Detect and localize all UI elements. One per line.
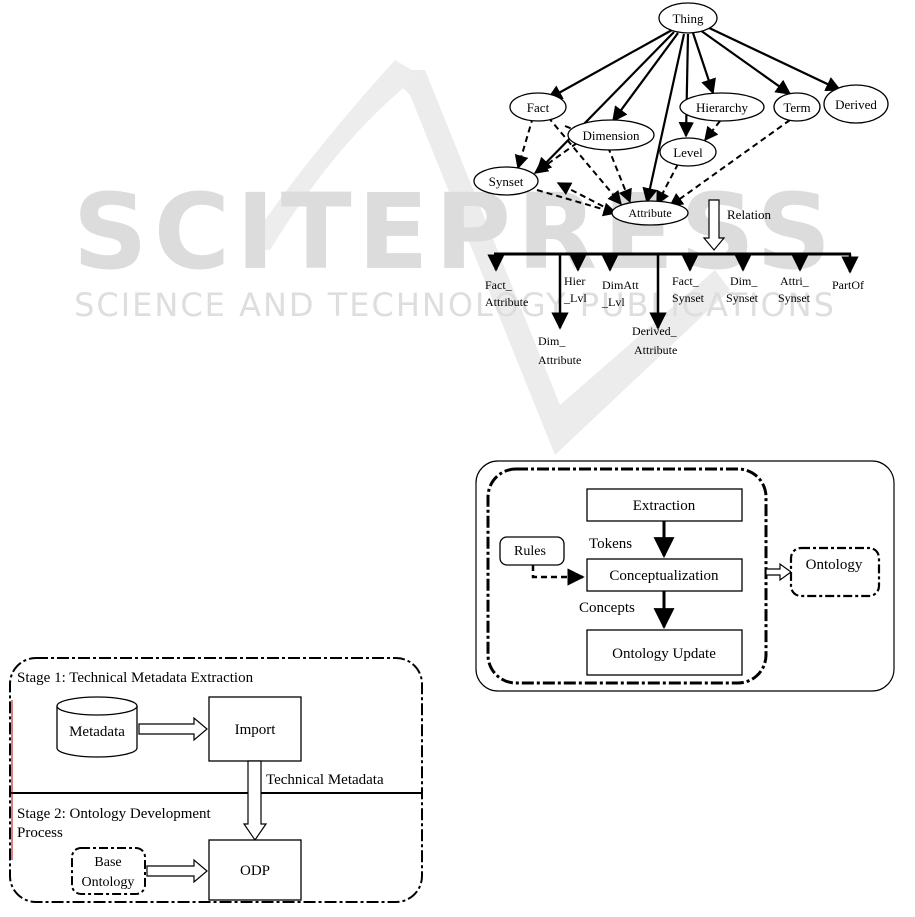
node-dimension-label: Dimension: [582, 128, 640, 143]
node-dimension: Dimension: [567, 119, 655, 151]
edge-thing-fact: [546, 29, 673, 100]
rel-dim-synset-l1: Dim_: [730, 274, 758, 288]
watermark-sub-text: SCIENCE AND TECHNOLOGY PUBLICATIONS: [74, 286, 836, 324]
metadata-label: Metadata: [69, 724, 125, 740]
arrow-rules-conceptualization: [531, 565, 585, 586]
odp-label: ODP: [240, 863, 270, 879]
node-term: Term: [773, 92, 821, 122]
conceptualization-box: Conceptualization: [586, 558, 743, 592]
edge-fact-attribute: [547, 116, 622, 206]
watermark-wing: [245, 60, 420, 250]
rel-attri-synset-l1: Attri_: [780, 274, 810, 288]
stage2-title-l2: Process: [17, 825, 63, 841]
node-thing: Thing: [658, 2, 718, 34]
rel-derived-attribute-l2: Attribute: [634, 343, 677, 357]
import-label: Import: [235, 722, 277, 738]
edge-hierarchy-level: [704, 120, 721, 142]
relation-label: Relation: [727, 207, 772, 222]
odp-box: ODP: [208, 839, 302, 901]
node-hierarchy-label: Hierarchy: [696, 100, 748, 115]
rel-hier-lvl-l2: _Lvl: [563, 291, 587, 305]
conceptualization-label: Conceptualization: [609, 568, 719, 584]
node-synset-label: Synset: [489, 174, 524, 189]
ontology-update-box: Ontology Update: [586, 629, 743, 676]
node-fact: Fact: [509, 92, 567, 122]
node-level-label: Level: [673, 145, 703, 160]
extraction-label: Extraction: [633, 498, 696, 514]
edge-term-attribute: [668, 119, 791, 207]
ontology-update-label: Ontology Update: [612, 646, 716, 662]
node-term-label: Term: [783, 100, 810, 115]
concepts-label: Concepts: [579, 600, 635, 616]
node-fact-label: Fact: [527, 100, 550, 115]
edge-fact-synset: [514, 116, 534, 170]
rel-partof: PartOf: [832, 278, 864, 292]
technical-metadata-label: Technical Metadata: [266, 772, 384, 788]
edge-level-attribute: [656, 163, 679, 206]
relation-labels: Fact_ Attribute Hier _Lvl DimAtt _Lvl Fa…: [485, 274, 864, 367]
node-derived-label: Derived: [835, 97, 877, 112]
rel-hier-lvl-l1: Hier: [564, 274, 585, 288]
node-level: Level: [659, 137, 717, 167]
process-outer-frame: [475, 460, 895, 692]
arrow-import-odp: [242, 760, 268, 842]
thing-edges: [535, 25, 842, 204]
ontology-output-label: Ontology: [806, 557, 863, 573]
tokens-label: Tokens: [589, 536, 632, 552]
rel-dim-attribute-l2: Attribute: [538, 353, 581, 367]
rel-fact-attribute-l2: Attribute: [485, 295, 528, 309]
rel-dimatt-lvl-l2: _Lvl: [601, 295, 625, 309]
process-inner-frame: [486, 467, 768, 685]
stages-diagram: Stage 1: Technical Metadata Extraction M…: [9, 657, 423, 903]
rel-fact-synset-l2: Synset: [672, 291, 705, 305]
node-attribute: Attribute: [611, 200, 689, 226]
rules-box: Rules: [499, 536, 565, 566]
relation-hollow-arrow: [702, 199, 726, 251]
edge-synset-attribute: [536, 189, 618, 217]
edge-thing-derived: [704, 25, 842, 92]
import-box: Import: [208, 696, 302, 762]
rel-dimatt-lvl-l1: DimAtt: [602, 278, 639, 292]
edge-thing-level: [678, 33, 694, 138]
stage2-title-l1: Stage 2: Ontology Development: [17, 806, 212, 822]
process-diagram: Extraction Tokens Rules Conceptualizatio…: [475, 460, 895, 692]
rel-attri-synset-l2: Synset: [778, 291, 811, 305]
base-ontology-box: Base Ontology: [71, 847, 146, 895]
rel-dim-attribute-l1: Dim_: [538, 334, 566, 348]
metadata-cylinder: Metadata: [56, 696, 138, 758]
node-synset: Synset: [473, 166, 539, 196]
arrow-to-ontology: [765, 562, 793, 582]
arrow-metadata-import: [138, 716, 208, 742]
ontology-output-box: Ontology: [789, 546, 881, 598]
node-attribute-label: Attribute: [628, 206, 671, 220]
edge-thing-term: [699, 29, 792, 95]
extraction-box: Extraction: [586, 488, 743, 522]
base-ontology-l2: Ontology: [82, 875, 135, 890]
rules-label: Rules: [514, 544, 546, 559]
edge-thing-dimension: [612, 32, 679, 123]
edge-dimension-synset: [533, 142, 578, 174]
watermark-main-text: SCITEPRESS: [73, 171, 837, 293]
rel-fact-attribute-l1: Fact_: [485, 278, 513, 292]
dashed-edges: [514, 116, 791, 217]
edge-thing-hierarchy: [691, 32, 716, 95]
arrow-base-odp: [146, 858, 208, 884]
stages-frame: [9, 657, 423, 903]
ontology-diagram: Thing Fact Dimension Hierarchy Level Ter…: [473, 2, 889, 367]
node-thing-label: Thing: [672, 11, 704, 26]
watermark-swoosh: [385, 70, 730, 455]
rel-dim-synset-l2: Synset: [726, 291, 759, 305]
node-hierarchy: Hierarchy: [679, 92, 765, 122]
watermark: SCITEPRESS SCIENCE AND TECHNOLOGY PUBLIC…: [73, 60, 837, 455]
edge-thing-synset: [535, 31, 675, 174]
rel-fact-synset-l1: Fact_: [672, 274, 700, 288]
node-derived: Derived: [823, 84, 889, 124]
rel-derived-attribute-l1: Derived_: [632, 324, 678, 338]
base-ontology-l1: Base: [94, 855, 121, 870]
edge-thing-attribute: [642, 33, 686, 204]
relation-drops: [487, 254, 859, 330]
stage1-title: Stage 1: Technical Metadata Extraction: [17, 670, 254, 686]
